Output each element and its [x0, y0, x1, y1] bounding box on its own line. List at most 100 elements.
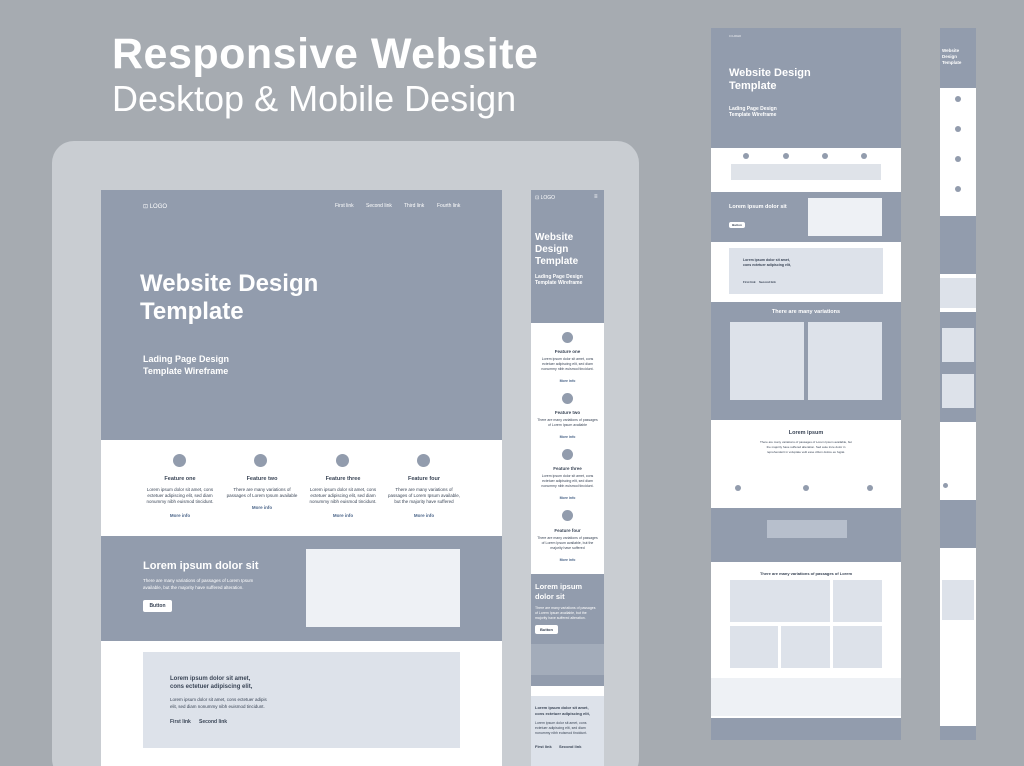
preview-hero-title-2: Template	[729, 80, 777, 92]
mobile-hero-title-2: Design	[535, 244, 569, 255]
mobile-cta-text-2: of Lorem Ipsum available, but the	[535, 611, 587, 615]
page-title: Responsive Website	[112, 30, 539, 78]
narrow-feature-icon-1	[955, 96, 961, 102]
mobile-feature-four-text-3: majority have suffered	[550, 546, 585, 550]
preview-cta-image	[808, 198, 882, 236]
mobile-feature-two-more-link[interactable]: More info	[559, 435, 576, 439]
desktop-logo[interactable]: ⊡ LOGO	[143, 204, 168, 210]
narrow-variation-image-2	[942, 374, 974, 408]
preview-footer	[711, 718, 901, 740]
narrow-mobile-preview: Website Design Template	[940, 28, 976, 740]
desktop-hero: ⊡ LOGO First link Second link Third link…	[101, 190, 502, 440]
mobile-feature-four-text-1: There are many variations of passages	[537, 536, 598, 540]
feature-two-more-link[interactable]: More info	[251, 505, 273, 510]
desktop-block-text-2: elit, sed diam nonummy nibh euismod tinc…	[170, 704, 265, 709]
preview-cta: Lorem ipsum dolor sit Button	[711, 192, 901, 242]
feature-three-title: Feature three	[325, 476, 361, 482]
mobile-cta-image-placeholder	[531, 644, 604, 675]
mobile-feature-four-title: Feature four	[554, 528, 581, 533]
preview-grid-title: There are many variations of passages of…	[759, 571, 853, 576]
preview-variation-image-2	[808, 322, 882, 400]
feature-three-more-link[interactable]: More info	[332, 513, 354, 518]
preview-footer-links	[711, 678, 901, 716]
preview-grid-tile-4	[781, 626, 830, 668]
narrow-feature-icon-4	[955, 186, 961, 192]
feature-two-icon	[254, 454, 267, 467]
narrow-feature-icon-3	[955, 156, 961, 162]
narrow-variation-image-1	[942, 328, 974, 362]
desktop-block-title-1: Lorem ipsum dolor sit amet,	[170, 676, 251, 682]
preview-cta-button[interactable]: Button	[729, 222, 745, 228]
feature-two-text: There are many variations of	[233, 487, 291, 492]
preview-quote	[711, 508, 901, 562]
mobile-feature-three-more-link[interactable]: More info	[559, 496, 576, 500]
mobile-feature-two-text-2: of Lorem Ipsum available	[547, 423, 588, 427]
mobile-feature-three-text-2: ectetuer adipiscing elit, sed diam	[542, 479, 593, 483]
mobile-block-second-link[interactable]: Second link	[559, 744, 582, 749]
feature-two-text-2: passages of Lorem Ipsum available	[226, 493, 298, 498]
preview-lorem-title: Lorem ipsum	[788, 430, 824, 436]
mobile-block-title-1: Lorem ipsum dolor sit amet,	[535, 705, 589, 710]
mobile-block-title-2: cons ectetuer adipiscing elit,	[535, 711, 590, 716]
mobile-cta-button[interactable]: Button	[535, 625, 558, 634]
feature-four-more-link[interactable]: More info	[413, 513, 435, 518]
feature-three-text-3: nonummy nibh euismod tincidunt.	[309, 499, 377, 504]
feature-four-title: Feature four	[407, 476, 441, 482]
preview-quote-text	[767, 520, 847, 538]
desktop-nav-third[interactable]: Third link	[404, 203, 425, 209]
desktop-cta-text-1: There are many variations of passages of…	[143, 578, 254, 583]
desktop-block-title-2: cons ectetuer adipiscing elit,	[170, 684, 253, 690]
mobile-feature-four-more-link[interactable]: More info	[559, 558, 576, 562]
preview-hero-sub-2: Template Wireframe	[729, 112, 777, 118]
narrow-hero: Website Design Template	[940, 28, 976, 88]
preview-grid-tile-2	[833, 580, 882, 622]
desktop-cta-button[interactable]: Button	[143, 600, 172, 612]
feature-one-text: Lorem ipsum dolor sit amet, cons	[146, 487, 214, 492]
preview-grid-tile-5	[833, 626, 882, 668]
preview-grid-tile-1	[730, 580, 830, 622]
narrow-content-card	[940, 278, 976, 308]
mobile-block-text-2: ectetuer adipiscing elit, sed diam	[535, 726, 586, 730]
mobile-feature-one-icon	[562, 332, 573, 343]
narrow-grid	[942, 580, 974, 620]
mobile-hero-sub-2: Template Wireframe	[535, 280, 583, 286]
mobile-feature-three-icon	[562, 449, 573, 460]
desktop-cta-text-2: available, but the majority have suffere…	[143, 585, 244, 590]
mobile-feature-two-text-1: There are many variations of passages	[537, 418, 598, 422]
desktop-content-card: Lorem ipsum dolor sit amet, cons ectetue…	[143, 652, 460, 748]
mobile-hero-sub-1: Lading Page Design	[535, 274, 583, 280]
feature-one-more-link[interactable]: More info	[169, 513, 191, 518]
desktop-block-text-1: Lorem ipsum dolor sit amet, cons ectetue…	[170, 697, 267, 702]
narrow-feature-icon-2	[955, 126, 961, 132]
mobile-feature-two-title: Feature two	[554, 410, 581, 415]
mobile-cta-text-3: majority have suffered alteration.	[535, 616, 586, 620]
mobile-block-first-link[interactable]: First link	[535, 744, 552, 749]
hamburger-menu-icon[interactable]: ≡	[594, 194, 598, 200]
mobile-wireframe: ⊡ LOGO ≡ Website Design Template Lading …	[531, 190, 604, 766]
preview-feature-icon-3	[822, 153, 828, 159]
preview-grid-tile-3	[730, 626, 778, 668]
narrow-hero-title-1: Website	[942, 48, 960, 53]
preview-feature-text	[731, 164, 881, 180]
mobile-cta-title-2: dolor sit	[535, 592, 565, 601]
mobile-feature-three-text-3: nonummy nibh euismod tincidunt.	[541, 484, 594, 488]
desktop-nav-fourth[interactable]: Fourth link	[437, 203, 461, 209]
feature-four-text-2: passages of Lorem Ipsum available,	[387, 493, 461, 498]
mobile-logo[interactable]: ⊡ LOGO	[535, 195, 556, 201]
page-subtitle: Desktop & Mobile Design	[112, 78, 517, 119]
preview-content-card: Lorem ipsum dolor sit amet, cons ectetue…	[729, 248, 883, 294]
desktop-nav-first[interactable]: First link	[335, 203, 354, 209]
mobile-hero-title-3: Template	[535, 256, 579, 267]
preview-hero-sub-1: Lading Page Design	[729, 106, 777, 112]
desktop-block-first-link[interactable]: First link	[170, 719, 191, 725]
mobile-feature-three-text-1: Lorem ipsum dolor sit amet, cons	[541, 474, 594, 478]
mobile-feature-four-text-2: of Lorem Ipsum available, but the	[541, 541, 594, 545]
mobile-feature-one-more-link[interactable]: More info	[559, 379, 576, 383]
preview-block-first-link: First link	[743, 280, 756, 284]
desktop-block-second-link[interactable]: Second link	[199, 719, 228, 725]
desktop-cta-image-placeholder	[306, 549, 460, 627]
feature-two-title: Feature two	[246, 476, 278, 482]
preview-logo: ⊡ LOGO	[729, 34, 742, 38]
desktop-nav-second[interactable]: Second link	[366, 203, 392, 209]
preview-variations-title: There are many variations	[771, 309, 841, 315]
